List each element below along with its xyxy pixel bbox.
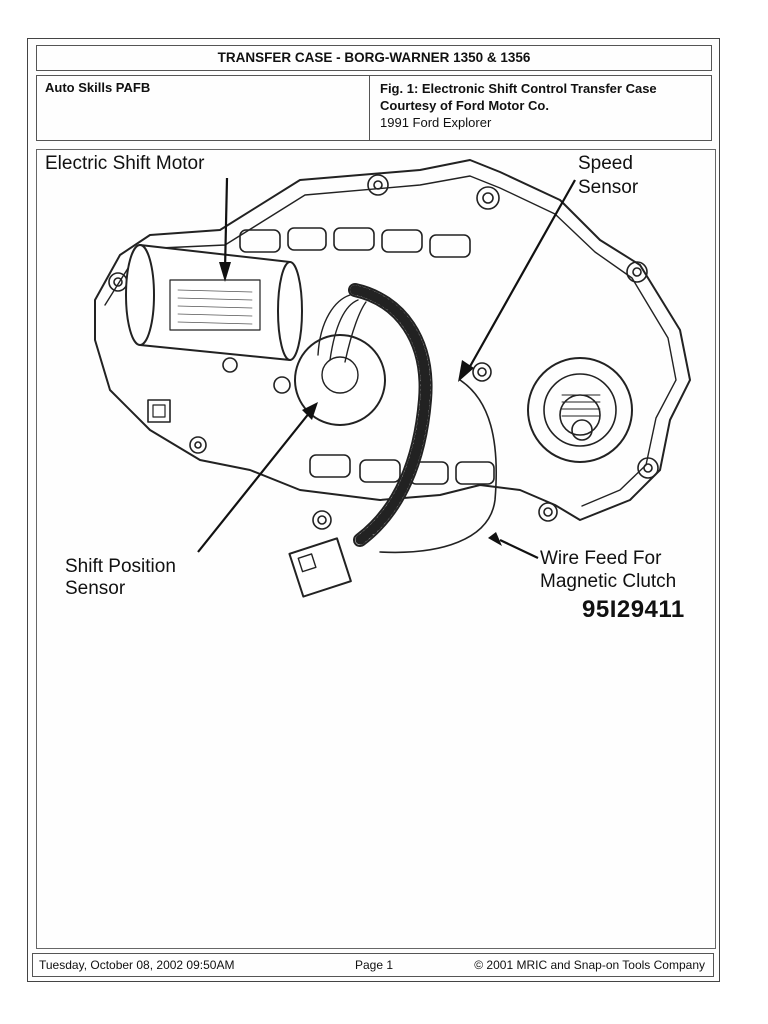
courtesy-line: Courtesy of Ford Motor Co. bbox=[380, 98, 549, 113]
vehicle-line: 1991 Ford Explorer bbox=[380, 115, 492, 130]
leader-speed-sensor bbox=[467, 179, 576, 371]
harness-connector bbox=[288, 537, 352, 598]
label-speed-sensor-2: Sensor bbox=[578, 177, 639, 198]
source-label: Auto Skills PAFB bbox=[37, 76, 370, 140]
output-shaft bbox=[527, 357, 633, 463]
page-number: Page 1 bbox=[355, 958, 394, 972]
figure-caption-block: Fig. 1: Electronic Shift Control Transfe… bbox=[370, 76, 711, 140]
leader-shift-position bbox=[197, 411, 311, 553]
figure-caption: Fig. 1: Electronic Shift Control Transfe… bbox=[380, 81, 657, 96]
label-wire-feed-2: Magnetic Clutch bbox=[540, 571, 677, 592]
label-wire-feed-1: Wire Feed For bbox=[540, 548, 662, 569]
print-datetime: Tuesday, October 08, 2002 09:50AM bbox=[39, 958, 235, 972]
label-shift-position-1: Shift Position bbox=[65, 556, 176, 577]
leader-shift-motor bbox=[223, 177, 229, 271]
leader-wire-feed bbox=[499, 539, 539, 559]
document-title: TRANSFER CASE - BORG-WARNER 1350 & 1356 bbox=[36, 45, 712, 71]
figure-area bbox=[36, 149, 716, 949]
shift-motor-body bbox=[139, 244, 291, 361]
label-speed-sensor-1: Speed bbox=[578, 153, 633, 174]
housing-outline bbox=[94, 159, 691, 521]
figure-number: 95I29411 bbox=[582, 596, 685, 623]
page-footer: Tuesday, October 08, 2002 09:50AM Page 1… bbox=[32, 953, 714, 977]
copyright: © 2001 MRIC and Snap-on Tools Company bbox=[474, 958, 705, 972]
label-shift-position-2: Sensor bbox=[65, 578, 126, 599]
info-row: Auto Skills PAFB Fig. 1: Electronic Shif… bbox=[36, 75, 712, 141]
label-electric-shift-motor: Electric Shift Motor bbox=[45, 153, 205, 174]
